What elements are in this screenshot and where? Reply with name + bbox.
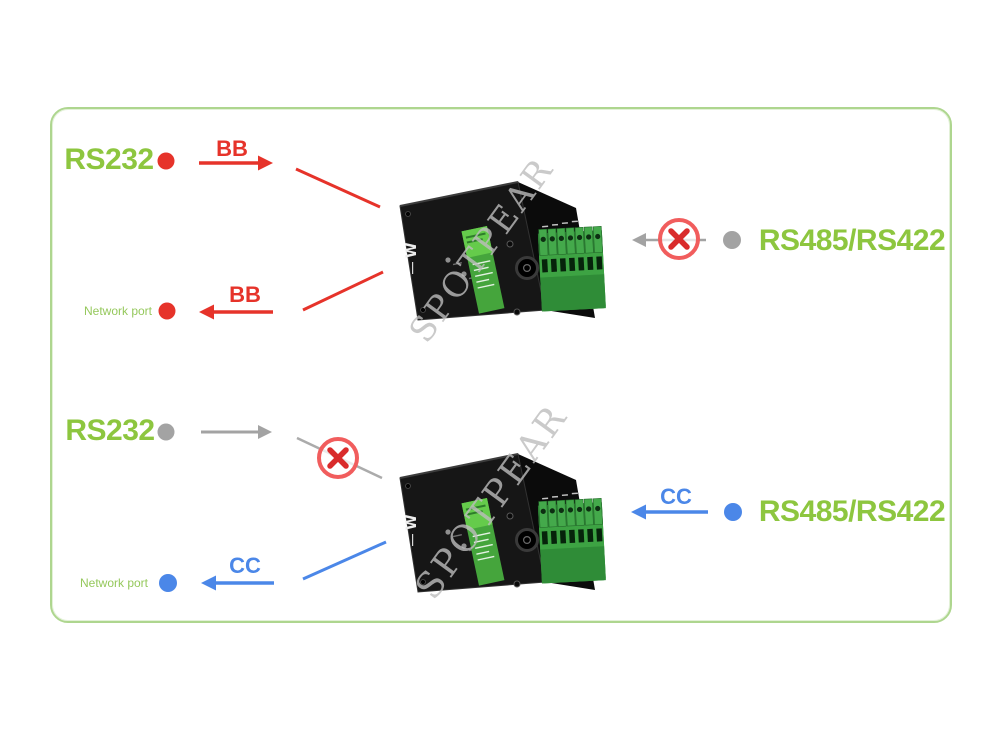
- blocked-rs485-arrow: [632, 218, 706, 260]
- wire-device-to-network: [302, 270, 384, 312]
- serial-server-device-bottom: [398, 452, 608, 594]
- wire-device-to-network: [302, 540, 387, 581]
- blocked-cross-icon: [658, 218, 700, 260]
- scenario-bottom: [157, 423, 742, 594]
- rs485-dot: [723, 231, 741, 249]
- rs232-dot: [157, 152, 175, 170]
- rs232-dot: [157, 423, 175, 441]
- blocked-rs232-arrow: [201, 425, 272, 439]
- payload-arrow-left: [631, 504, 708, 520]
- blocked-cross-icon: [317, 437, 359, 479]
- network-arrow-left: [199, 304, 273, 320]
- rs485-dot: [724, 503, 742, 521]
- network-arrow-left: [201, 575, 274, 591]
- serial-server-device-top: [398, 180, 608, 322]
- network-dot: [159, 574, 177, 592]
- payload-arrow-right: [199, 155, 273, 171]
- wire-rs232-to-device: [295, 167, 381, 209]
- network-dot: [158, 302, 176, 320]
- diagram-border-frame: [50, 107, 952, 623]
- scenario-top: [157, 152, 741, 322]
